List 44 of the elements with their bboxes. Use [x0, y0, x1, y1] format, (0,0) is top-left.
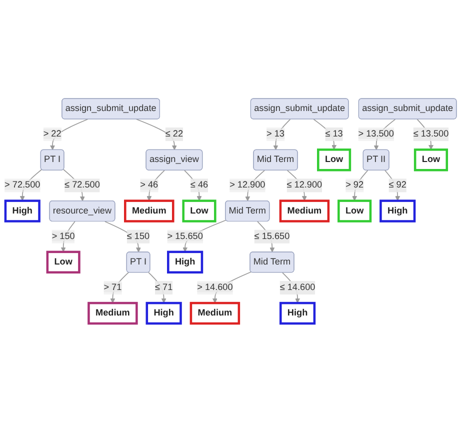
node-box: Medium: [88, 302, 138, 325]
edge-label: ≤ 22: [165, 129, 184, 139]
edge-label: ≤ 13: [325, 129, 343, 139]
edge-label: > 72.500: [4, 180, 40, 190]
node-box: High: [279, 302, 316, 325]
node-box: Medium: [279, 200, 330, 222]
edge-label: ≤ 46: [190, 180, 208, 190]
arrow: [384, 170, 400, 201]
edge-label: ≤ 14.600: [280, 282, 316, 292]
edge-label: > 46: [140, 180, 158, 190]
node-box: High: [146, 302, 182, 325]
node-box: Low: [182, 200, 216, 222]
edge-label: ≤ 71: [155, 282, 173, 292]
edge-label: > 150: [52, 231, 75, 242]
edge-label: > 14.600: [197, 282, 233, 292]
arrow: [110, 272, 129, 304]
edge-label: > 13: [266, 129, 284, 139]
node-box: High: [167, 250, 204, 274]
edge-label: ≤ 150: [126, 231, 150, 242]
edge-label: > 92: [346, 180, 364, 190]
edge-label: > 15.650: [167, 231, 203, 242]
node-box: Low: [338, 200, 372, 222]
node-box: High: [4, 200, 40, 222]
edge-label: ≤ 12.900: [286, 180, 322, 190]
arrow: [313, 118, 337, 150]
arrow: [184, 170, 202, 201]
edge-label: > 12.900: [230, 180, 266, 190]
arrow: [146, 170, 165, 201]
arrow: [273, 118, 291, 150]
arrow: [148, 272, 166, 304]
node-box: Medium: [124, 200, 174, 222]
edge-label: ≤ 13.500: [413, 129, 449, 139]
edge-label: ≤ 92: [388, 180, 406, 190]
edge-label: > 22: [43, 129, 62, 139]
edge-label: ≤ 15.650: [254, 231, 290, 242]
node-box: Low: [414, 148, 448, 172]
node-box: Medium: [190, 302, 240, 325]
arrow: [104, 221, 141, 252]
edge-label: ≤ 72.500: [64, 180, 100, 190]
edge-label: > 13.500: [358, 129, 394, 139]
node-box: High: [380, 200, 416, 222]
node-box: Low: [46, 250, 80, 274]
node-box: Low: [317, 148, 352, 172]
edge-label: > 71: [104, 282, 122, 292]
